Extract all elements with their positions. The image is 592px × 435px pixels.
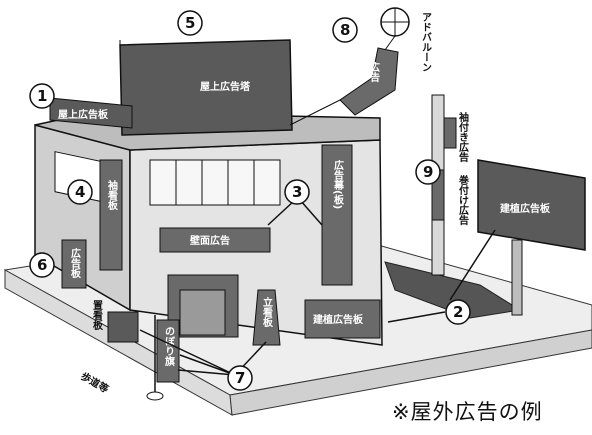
a-board: [252, 289, 281, 346]
standing-sign-large-label: 建植広告板: [499, 202, 551, 215]
svg-text:2: 2: [453, 303, 463, 321]
shrub-strip: [384, 261, 522, 319]
svg-text:4: 4: [75, 183, 85, 201]
adballoon-label: アドバルーン: [420, 12, 432, 72]
marker-9: 9: [415, 159, 441, 185]
road-label: 歩道等: [79, 369, 111, 395]
svg-text:9: 9: [423, 163, 433, 181]
marker-7: 7: [227, 365, 253, 391]
projecting-sign: [99, 159, 123, 271]
marker-3: 3: [284, 179, 310, 205]
a-board-label: 立看板: [261, 296, 273, 328]
wall-ad-label: 壁面広告: [190, 234, 230, 247]
rooftop-sign-board-label: 屋上広告板: [58, 108, 109, 121]
svg-text:5: 5: [185, 14, 195, 32]
svg-text:8: 8: [340, 21, 350, 39]
sidewalk-front: [229, 329, 592, 416]
marker-4: 4: [67, 179, 93, 205]
rooftop-sign-board: [49, 97, 133, 129]
shop-sign: [107, 311, 139, 343]
svg-text:3: 3: [292, 183, 302, 201]
hanging-screen-label: 広告幕(板): [332, 159, 345, 209]
marker-1: 1: [29, 83, 55, 109]
svg-text:6: 6: [37, 256, 47, 274]
rooftop-tower-label: 屋上広告塔: [200, 80, 251, 93]
hanging-screen: [321, 144, 353, 286]
window-sign: [61, 239, 87, 289]
pole-wrap-label: 巻付け広告: [457, 174, 470, 226]
caption: ※屋外広告の例: [392, 400, 543, 424]
pole-sleeve-sign: [443, 117, 457, 149]
svg-text:1: 1: [37, 87, 47, 105]
wall-ad: [159, 227, 271, 253]
balloon-banner-label: 広告: [368, 61, 380, 83]
svg-text:7: 7: [235, 369, 245, 387]
nobori-flag: [156, 319, 180, 383]
pole-sleeve-label: 袖付き広告: [457, 111, 470, 163]
standing-sign-front: [304, 299, 381, 339]
standing-sign-large: [477, 159, 586, 251]
projecting-sign-label: 袖看板: [106, 179, 119, 211]
marker-8: 8: [332, 17, 358, 43]
standing-sign-front-label: 建植広告板: [312, 313, 364, 326]
window-sign-label: 広告板: [69, 247, 81, 279]
nobori-label: のぼり旗: [163, 326, 175, 367]
marker-2: 2: [445, 299, 471, 325]
balloon-banner: [339, 47, 399, 116]
marker-5: 5: [177, 10, 203, 36]
marker-6: 6: [29, 252, 55, 278]
front-window-upper: [149, 159, 281, 206]
shop-sign-label: 置看板: [91, 300, 103, 331]
